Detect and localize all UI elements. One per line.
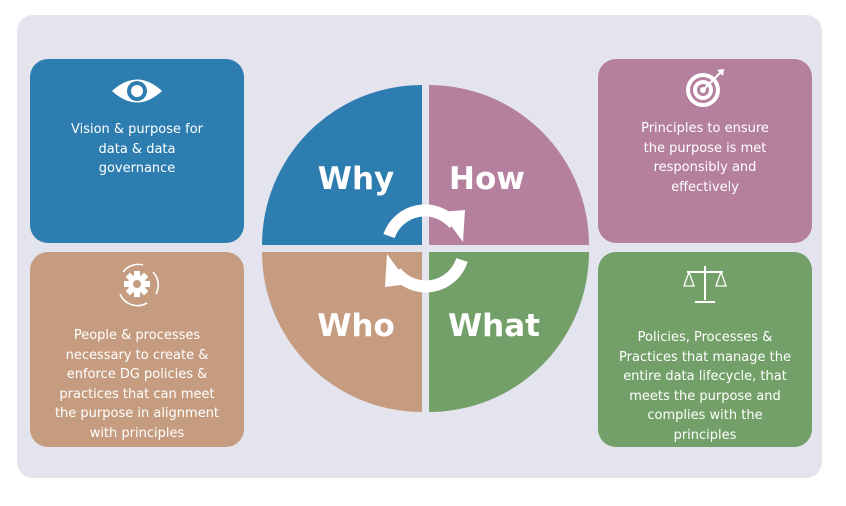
text-line: meets the purpose and <box>629 388 781 404</box>
card-why-text: Vision & purpose for data & data governa… <box>30 120 244 179</box>
text-line: governance <box>98 161 176 176</box>
card-how-text: Principles to ensure the purpose is met … <box>598 119 812 197</box>
text-line: with principles <box>89 425 185 441</box>
gear-cycle-icon <box>119 263 160 307</box>
card-why: Vision & purpose for data & data governa… <box>30 59 244 243</box>
quadrant-what <box>429 252 589 412</box>
text-line: principles <box>673 427 737 443</box>
quadrant-who <box>262 252 422 412</box>
card-who: People & processes necessary to create &… <box>30 252 244 447</box>
quadrant-how <box>429 85 589 245</box>
quadrant-wheel: Why How Who What <box>262 85 589 412</box>
text-line: complies with the <box>647 408 763 423</box>
text-line: the purpose in alignment <box>54 406 220 421</box>
card-what-text: Policies, Processes & Practices that man… <box>598 328 812 445</box>
text-line: Policies, Processes & <box>637 330 773 345</box>
label-what: What <box>448 308 540 344</box>
text-line: entire data lifecycle, that <box>623 369 787 384</box>
target-icon <box>686 69 724 107</box>
scales-icon <box>683 266 727 303</box>
arrow-heads-icon <box>385 210 465 287</box>
text-line: Practices that manage the <box>619 349 791 365</box>
text-line: data & data <box>98 141 176 157</box>
text-line: effectively <box>671 179 739 195</box>
text-line: necessary to create & <box>65 347 209 363</box>
eye-icon <box>112 79 162 103</box>
text-line: People & processes <box>73 328 201 343</box>
label-why: Why <box>318 161 394 197</box>
text-line: the purpose is met <box>643 140 767 156</box>
card-what: Policies, Processes & Practices that man… <box>598 252 812 447</box>
text-line: Principles to ensure <box>641 121 769 136</box>
text-line: enforce DG policies & <box>66 367 208 382</box>
text-line: Vision & purpose for <box>70 122 204 137</box>
text-line: responsibly and <box>653 160 757 175</box>
card-how: Principles to ensure the purpose is met … <box>598 59 812 243</box>
card-who-text: People & processes necessary to create &… <box>30 326 244 443</box>
label-how: How <box>449 161 525 197</box>
quadrant-why <box>262 85 422 245</box>
text-line: practices that can meet <box>59 386 215 402</box>
label-who: Who <box>317 308 395 344</box>
